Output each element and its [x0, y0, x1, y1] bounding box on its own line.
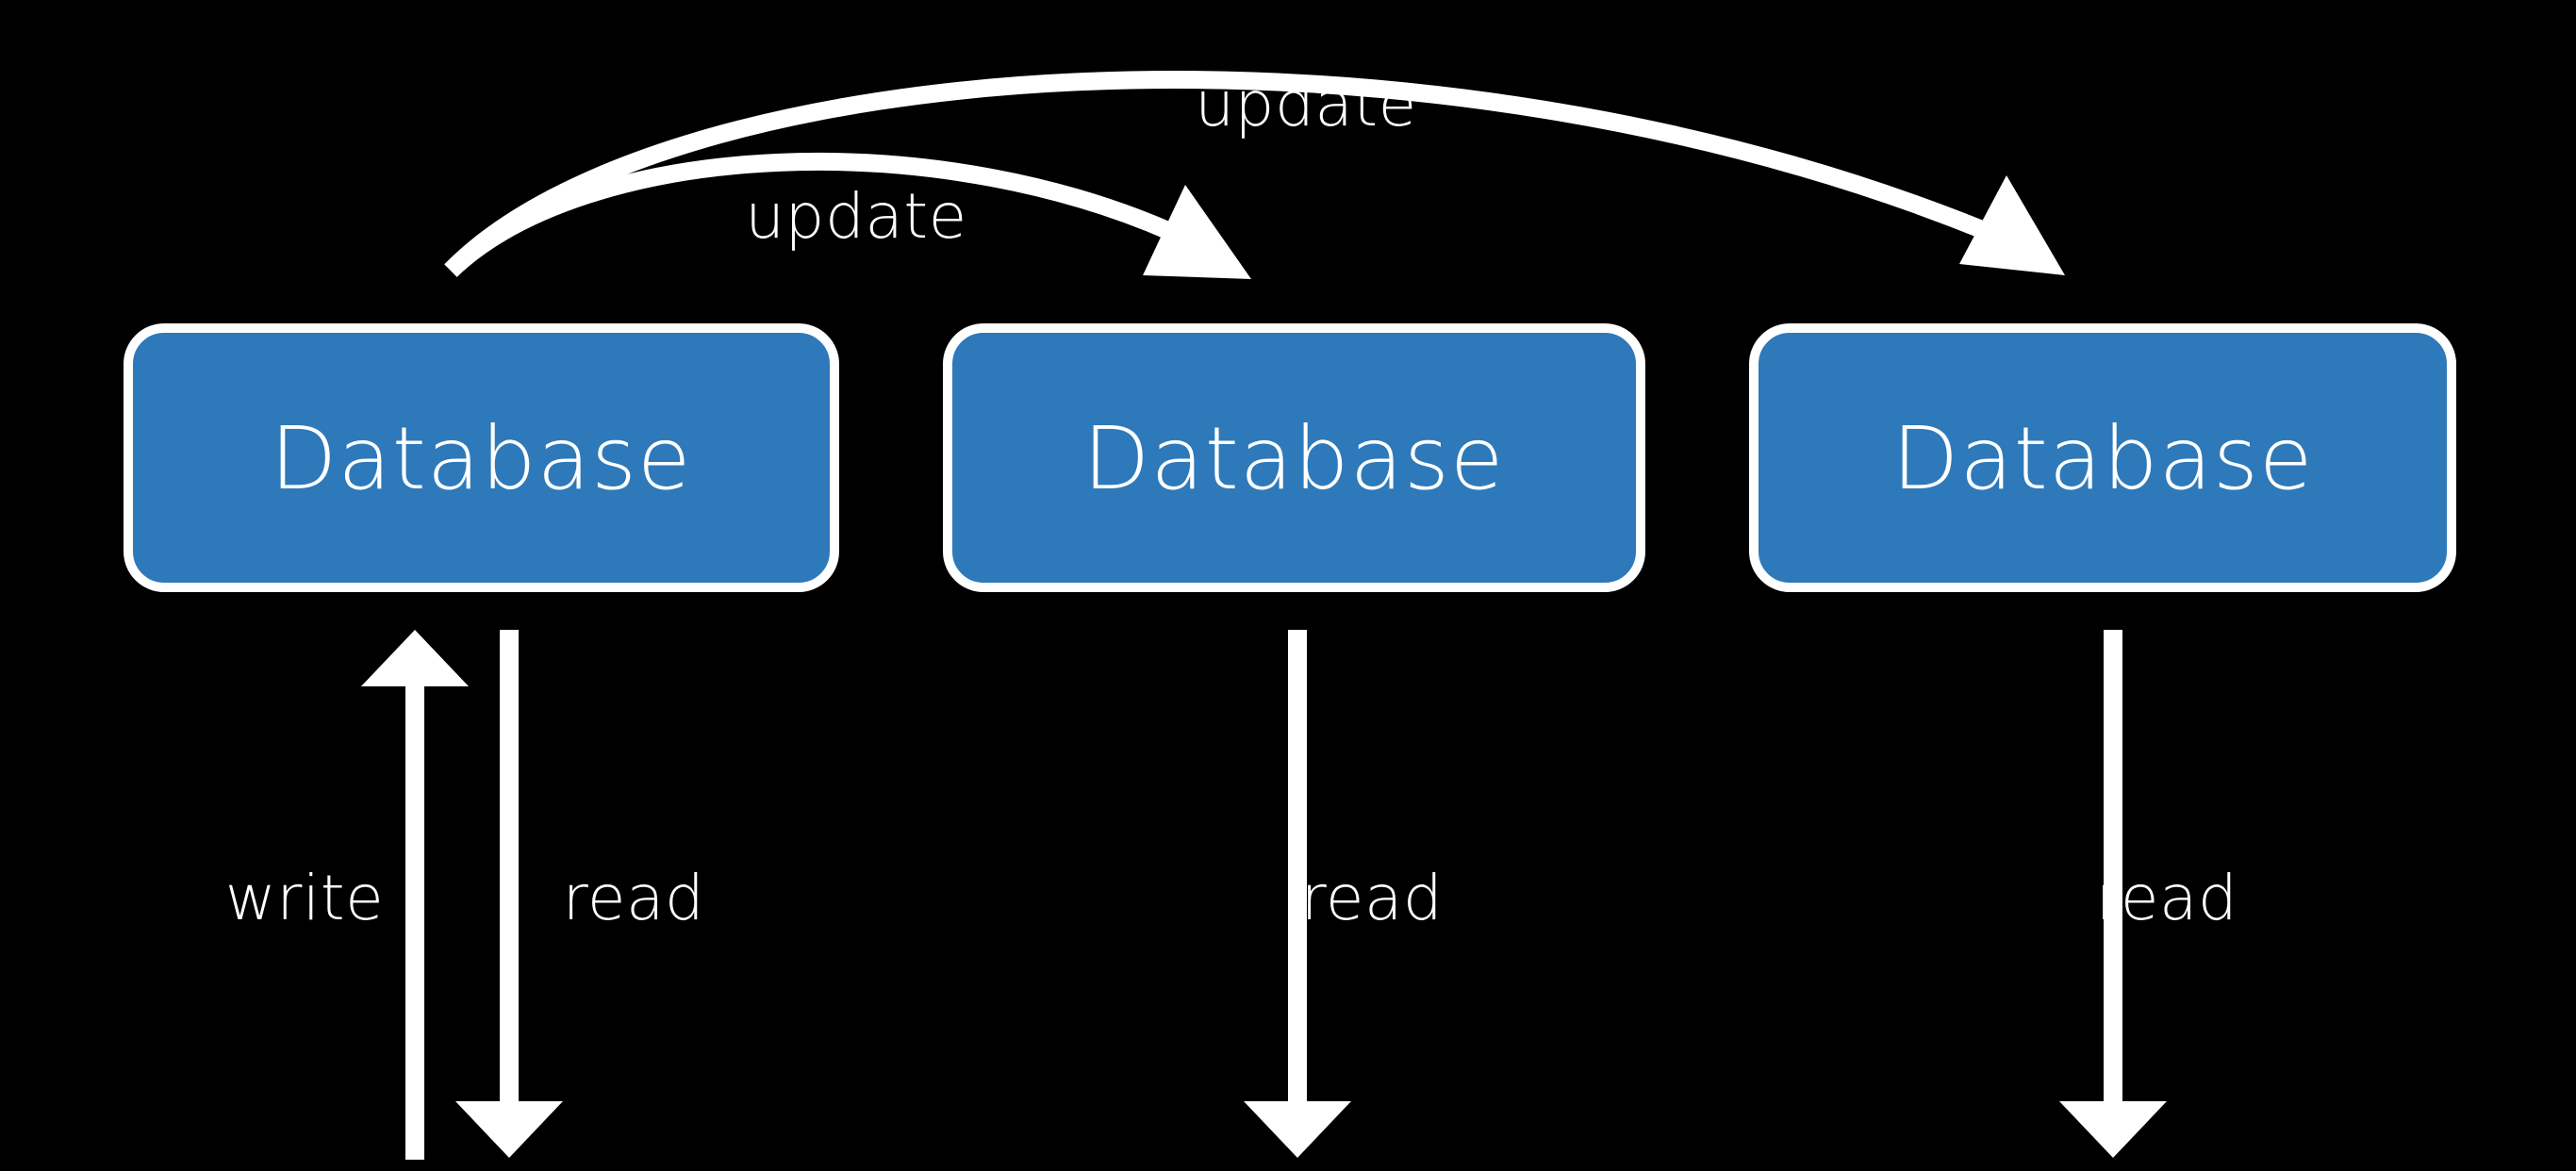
- edge-label-read-primary: read: [563, 862, 705, 934]
- edge-write-primary: [361, 630, 469, 1160]
- edge-read-primary-shaft: [500, 630, 519, 1109]
- edge-update-replica-1-path: [444, 153, 1200, 277]
- edge-update-replica-1: [444, 153, 1251, 279]
- edge-read-primary-arrowhead: [455, 1101, 563, 1158]
- node-db-primary-label: Database: [271, 408, 692, 509]
- edge-read-replica-2-arrowhead: [2059, 1101, 2167, 1158]
- edge-read-replica-1: [1244, 630, 1351, 1158]
- node-db-replica-1-label: Database: [1083, 408, 1505, 509]
- edge-update-replica-2: [444, 71, 2065, 277]
- edge-read-replica-1-shaft: [1288, 630, 1307, 1109]
- edge-label-update-replica-2: update: [1195, 68, 1417, 140]
- node-db-replica-2[interactable]: Database: [1749, 323, 2456, 592]
- node-db-replica-1-box[interactable]: [943, 323, 1645, 592]
- edge-label-update-replica-1: update: [745, 180, 967, 253]
- edge-label-read-replica-2: read: [2096, 862, 2238, 934]
- edge-read-primary: [455, 630, 563, 1158]
- node-db-primary-box[interactable]: [124, 323, 839, 592]
- edge-update-replica-1-arrowhead: [1143, 185, 1251, 279]
- edge-label-read-replica-1: read: [1301, 862, 1444, 934]
- edge-read-replica-2-shaft: [2104, 630, 2122, 1109]
- edge-write-primary-arrowhead: [361, 630, 469, 686]
- node-db-replica-2-box[interactable]: [1749, 323, 2456, 592]
- node-db-replica-2-label: Database: [1892, 408, 2314, 509]
- edge-label-write: write: [225, 862, 384, 934]
- node-db-replica-1[interactable]: Database: [943, 323, 1645, 592]
- edge-update-replica-2-arrowhead: [1959, 175, 2065, 275]
- edge-write-primary-shaft: [405, 669, 424, 1160]
- edge-update-replica-2-path: [444, 71, 2012, 277]
- node-db-primary[interactable]: Database: [124, 323, 839, 592]
- edge-read-replica-2: [2059, 630, 2167, 1158]
- edge-read-replica-1-arrowhead: [1244, 1101, 1351, 1158]
